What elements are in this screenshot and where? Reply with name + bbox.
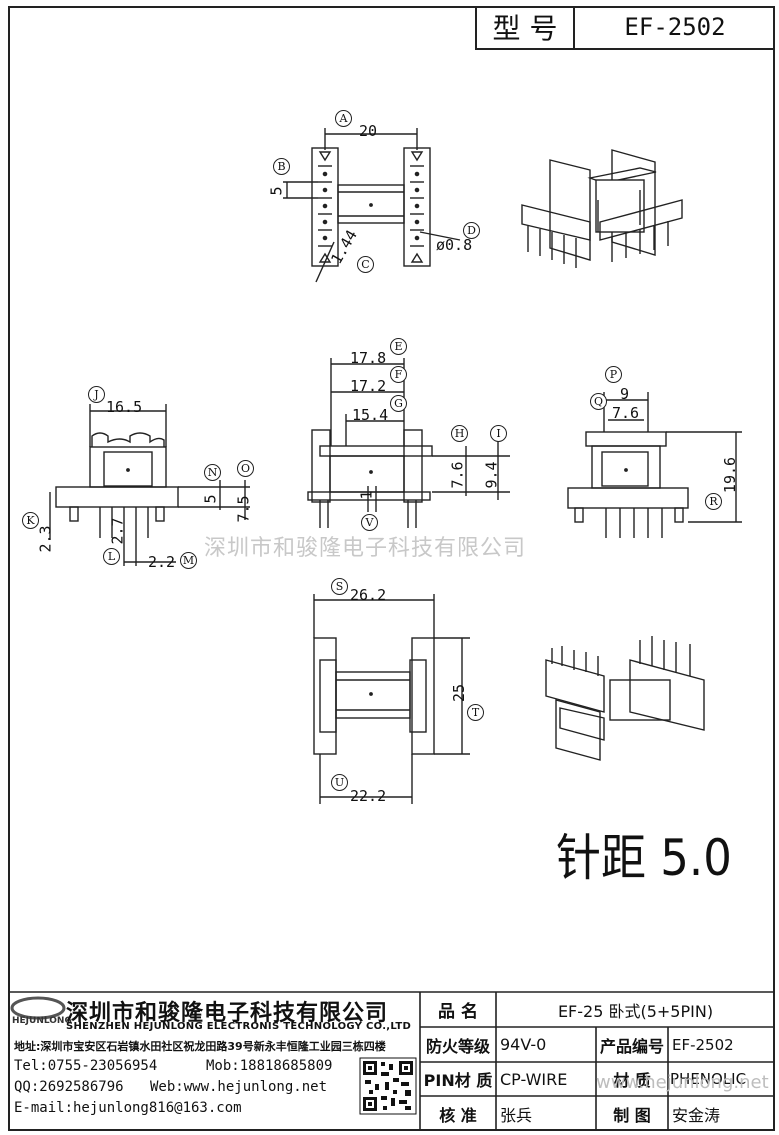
marker-g: G	[390, 395, 407, 412]
marker-s: S	[331, 578, 348, 595]
dim-top-d: ø0.8	[436, 236, 473, 254]
company-name-cn: 深圳市和骏隆电子科技有限公司	[66, 1001, 389, 1026]
footer-table-lines	[8, 991, 775, 1131]
isometric-view-bottom	[545, 636, 705, 761]
marker-p: P	[605, 366, 622, 383]
bottom-view	[313, 594, 470, 804]
marker-o: O	[237, 460, 254, 477]
pitch-note: 针距 5.0	[556, 829, 732, 887]
marker-k: K	[22, 512, 39, 529]
dim-left-j: 16.5	[106, 398, 143, 416]
drawing-frame	[8, 6, 775, 1131]
spec-pin-value: CP-WIRE	[500, 1069, 568, 1089]
marker-t: T	[467, 704, 484, 721]
model-label: 型 号	[492, 12, 558, 45]
marker-i: I	[490, 425, 507, 442]
company-tel: Tel:0755-23056954	[14, 1058, 158, 1074]
dim-bottom-s: 26.2	[350, 586, 387, 604]
marker-c: C	[357, 256, 374, 273]
spec-material-label: 材 质	[613, 1071, 651, 1090]
dim-right-r: 19.6	[721, 456, 740, 494]
dim-front-f: 17.2	[350, 377, 387, 395]
spec-draw-label: 制 图	[613, 1105, 651, 1125]
spec-code-label: 产品编号	[599, 1036, 664, 1056]
spec-name-label: 品 名	[438, 1002, 478, 1022]
dim-right-p: 9	[620, 385, 630, 403]
right-view	[567, 392, 742, 538]
marker-e: E	[390, 338, 407, 355]
marker-d: D	[463, 222, 480, 239]
company-qq: QQ:2692586796	[14, 1079, 124, 1095]
qr-code	[359, 1057, 417, 1115]
left-view	[49, 404, 250, 566]
dim-front-h: 7.6	[448, 461, 467, 489]
dim-right-q: 7.6	[612, 404, 640, 422]
marker-h: H	[451, 425, 468, 442]
dim-bottom-t: 25	[450, 683, 469, 703]
dim-front-g: 15.4	[352, 406, 389, 424]
spec-fire-value: 94V-0	[500, 1035, 547, 1054]
company-name-en: SHENZHEN HEJUNLONG ELECTRONIS TECHNOLOGY…	[66, 1021, 412, 1032]
marker-l: L	[103, 548, 120, 565]
marker-a: A	[335, 110, 352, 127]
dim-left-k: 2.3	[36, 525, 55, 553]
dim-left-n: 5	[201, 494, 220, 504]
company-address: 地址:深圳市宝安区石岩镇水田社区祝龙田路39号新永丰恒隆工业园三栋四楼	[14, 1040, 386, 1053]
marker-n: N	[204, 464, 221, 481]
company-logo-mark	[10, 996, 66, 1020]
watermark-footer: www.hejunlong.net	[596, 1072, 769, 1093]
spec-name-value: EF-25 卧式(5+5PIN)	[557, 1001, 714, 1021]
dim-top-a: 20	[359, 122, 378, 140]
model-value: EF-2502	[624, 13, 726, 41]
model-label-cell: 型 号	[475, 6, 573, 50]
dim-left-l: 2.7	[108, 517, 127, 545]
marker-u: U	[331, 774, 348, 791]
watermark-center: 深圳市和骏隆电子科技有限公司	[204, 536, 527, 561]
marker-m: M	[180, 552, 197, 569]
marker-f: F	[390, 366, 407, 383]
dim-front-v: 1	[357, 490, 376, 500]
marker-j: J	[88, 386, 105, 403]
dim-left-o: 7.5	[234, 495, 253, 523]
company-web: Web:www.hejunlong.net	[150, 1079, 328, 1095]
dim-bottom-u: 22.2	[350, 787, 387, 805]
dim-top-b: 5	[267, 186, 286, 196]
isometric-view-top	[521, 149, 683, 268]
marker-b: B	[273, 158, 290, 175]
company-email: E-mail:hejunlong816@163.com	[14, 1100, 242, 1116]
spec-check-value: 张兵	[500, 1105, 533, 1125]
dim-left-m: 2.2	[148, 553, 176, 571]
spec-code-value: EF-2502	[672, 1035, 734, 1054]
marker-r: R	[705, 493, 722, 510]
dim-front-i: 9.4	[482, 461, 501, 489]
top-view	[283, 128, 461, 283]
spec-material-value: PHENOLIC	[670, 1070, 747, 1088]
front-view	[307, 358, 510, 528]
model-value-cell: EF-2502	[573, 6, 775, 50]
company-logo-text: HEJUNLONG	[12, 1016, 72, 1026]
dim-front-e: 17.8	[350, 349, 387, 367]
marker-q: Q	[590, 393, 607, 410]
spec-check-label: 核 准	[439, 1105, 477, 1125]
marker-v: V	[361, 514, 378, 531]
company-mob: Mob:18818685809	[206, 1058, 333, 1074]
spec-fire-label: 防火等级	[425, 1036, 490, 1056]
spec-draw-value: 安金涛	[672, 1105, 721, 1125]
spec-pin-label: PIN材 质	[423, 1071, 493, 1090]
